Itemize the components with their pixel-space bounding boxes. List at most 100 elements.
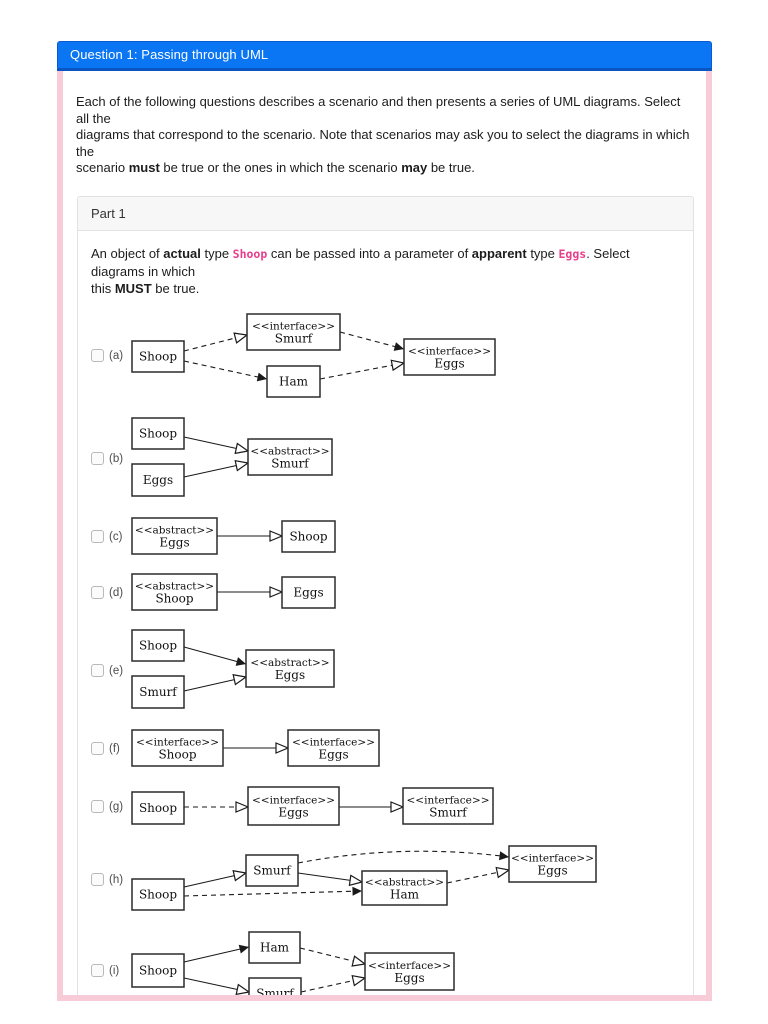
uml-class-box: <<interface>>Eggs [364,951,455,991]
option-label: (f) [109,742,120,755]
text-segment: be true. [151,280,200,296]
uml-class-box: <<interface>>Smurf [246,312,341,351]
uml-class-name: Shoop [289,529,327,543]
uml-class-name: Shoop [155,591,193,605]
uml-class-name: Smurf [253,863,292,877]
uml-stereotype-label: <<interface>> [408,345,491,357]
bold-text: MUST [114,280,152,296]
option-checkbox-b[interactable] [91,452,104,465]
option-label: (a) [109,349,124,362]
uml-class-box: <<abstract>>Eggs [131,516,218,555]
option-label: (i) [109,964,120,977]
uml-edge [183,459,250,478]
uml-class-name: Smurf [271,456,310,470]
question-title: Question 1: Passing through UML [70,47,269,62]
question-body: Each of the following questions describe… [57,71,712,1001]
question-card: Question 1: Passing through UML Each of … [57,41,712,1001]
uml-class-name: Eggs [394,971,424,985]
text-segment: Each of the following questions describe… [76,94,681,126]
uml-class-name: Eggs [537,863,567,877]
question-header: Question 1: Passing through UML [57,41,712,71]
text-segment: this [91,280,115,296]
uml-edge [183,944,250,963]
text-segment: be true or the ones in which the scenari… [159,160,402,175]
option-checkbox-g[interactable] [91,800,104,813]
uml-stereotype-label: <<abstract>> [250,657,329,669]
uml-stereotype-label: <<interface>> [292,736,375,748]
intro-text: Each of the following questions describe… [76,94,694,177]
uml-diagram-h: Shoop Smurf <<abstract>>Ham <<interface>>Eg… [131,844,597,911]
option-label: (d) [109,586,124,599]
uml-class-box: <<interface>>Eggs [508,844,597,883]
uml-class-name: Eggs [293,585,323,599]
uml-class-box: Eggs [131,462,185,497]
uml-stereotype-label: <<abstract>> [250,445,329,457]
option-label: (b) [109,452,124,465]
uml-class-name: Shoop [139,887,177,901]
uml-stereotype-label: <<interface>> [511,852,594,864]
uml-class-name: Ham [260,940,290,954]
option-checkbox-c[interactable] [91,530,104,543]
uml-stereotype-label: <<interface>> [252,320,335,332]
uml-diagram-c: <<abstract>>Eggs Shoop [131,516,336,555]
uml-class-box: <<interface>>Eggs [287,728,380,767]
bold-text: apparent [471,245,527,261]
option-checkbox-d[interactable] [91,586,104,599]
uml-edge [183,886,363,897]
uml-class-box: Shoop [131,416,185,450]
uml-edge [339,330,405,351]
uml-stereotype-label: <<interface>> [252,794,335,806]
uml-class-name: Shoop [158,747,196,761]
option-checkbox-a[interactable] [91,349,104,362]
option-label: (h) [109,873,124,886]
uml-class-box: Shoop [131,339,185,373]
uml-edge [297,850,510,864]
text-segment: type [200,245,233,261]
uml-stereotype-label: <<interface>> [136,736,219,748]
option-checkbox-f[interactable] [91,742,104,755]
option-row-g: (g) Shoop <<interface>>Eggs <<interface>>Sm… [91,785,680,829]
uml-class-name: Shoop [139,349,177,363]
uml-diagram-f: <<interface>>Shoop<<interface>>Eggs [131,728,380,767]
uml-edge [183,331,249,352]
uml-diagram-g: Shoop <<interface>>Eggs <<interface>>Smurf [131,785,494,826]
uml-class-box: <<abstract>>Ham [361,869,448,906]
uml-edge [183,645,247,666]
uml-class-box: Smurf [245,853,299,887]
option-checkbox-e[interactable] [91,664,104,677]
option-label: (g) [109,800,124,813]
uml-class-name: Shoop [139,963,177,977]
option-label: (e) [109,664,124,677]
uml-class-box: Shoop [131,952,185,988]
text-segment: be true. [427,160,475,175]
uml-class-box: <<interface>>Shoop [131,728,224,767]
uml-class-name: Eggs [159,535,189,549]
uml-class-box: Shoop [281,519,336,553]
uml-edge [183,435,250,454]
uml-class-box: Eggs [281,575,336,609]
inline-code: Eggs [558,246,587,261]
option-checkbox-i[interactable] [91,964,104,977]
uml-class-name: Eggs [278,805,308,819]
bold-text: actual [163,245,201,261]
uml-edge [183,976,251,995]
uml-edge [299,946,367,967]
uml-class-name: Eggs [143,473,173,487]
uml-class-name: Eggs [318,747,348,761]
uml-stereotype-label: <<interface>> [368,960,451,972]
uml-class-box: Shoop [131,628,185,662]
text-segment: scenario [76,160,129,175]
option-checkbox-h[interactable] [91,873,104,886]
uml-stereotype-label: <<abstract>> [135,524,214,536]
part-card: Part 1 An object of actual type Shoop ca… [77,195,694,995]
uml-class-name: Smurf [429,805,468,819]
uml-class-box: <<interface>>Smurf [402,786,494,825]
uml-stereotype-label: <<abstract>> [365,876,444,888]
uml-class-name: Shoop [139,801,177,815]
